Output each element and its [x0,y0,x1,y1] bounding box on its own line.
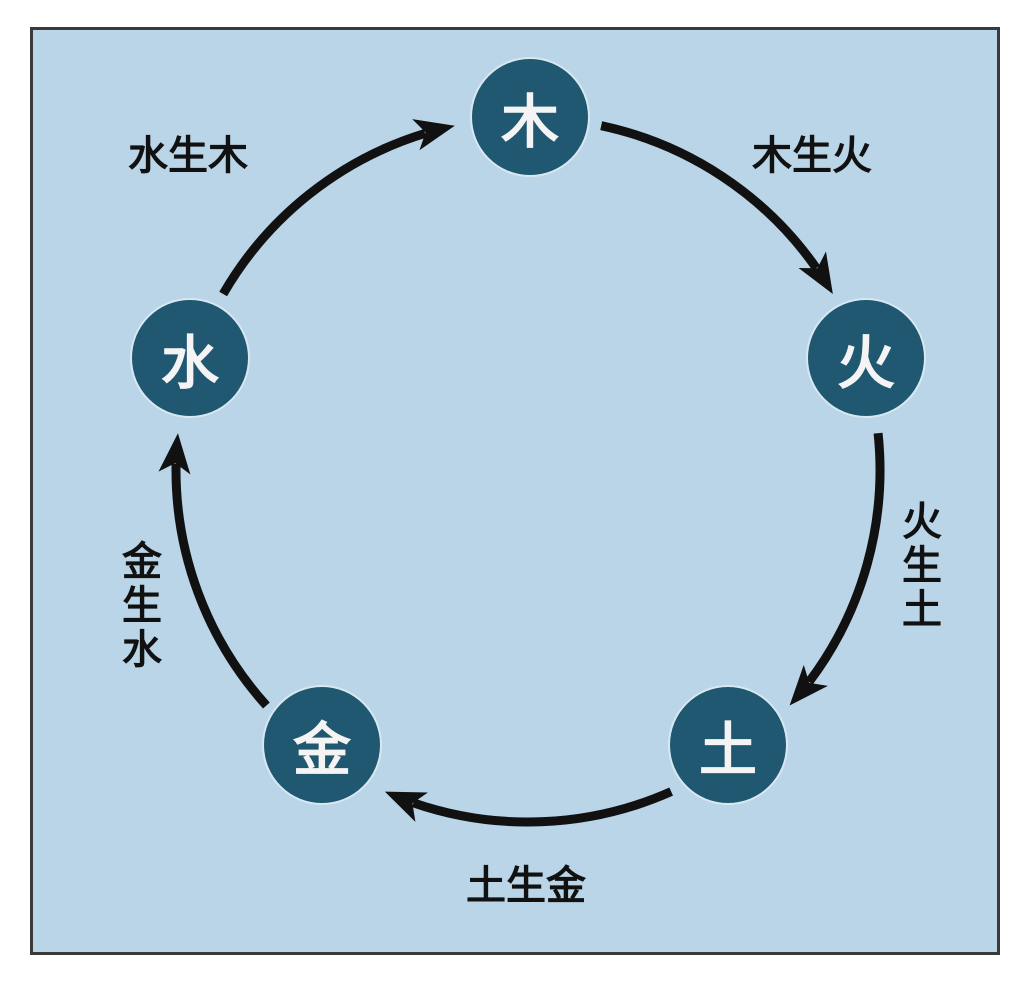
node-label: 火 [836,329,895,397]
label-metal-water: 金生水 [115,540,161,672]
node-fire: 火 [808,300,924,416]
arrow-water-wood [219,129,427,297]
arrow-metal-water [171,463,270,709]
arrowhead-fire-earth [789,664,828,706]
node-wood: 木 [472,59,588,175]
arrowhead-water-wood [412,119,455,151]
arrowhead-metal-water [158,433,191,475]
node-metal: 金 [264,687,380,803]
label-fire-earth: 火生土 [895,500,941,632]
label-earth-metal: 土生金 [466,863,586,909]
arrowhead-earth-metal [384,791,428,822]
arrow-earth-metal [411,787,673,827]
node-label: 木 [500,88,559,156]
arrow-fire-earth [805,432,885,685]
node-water: 水 [132,300,248,416]
label-wood-fire: 木生火 [752,133,872,179]
node-earth: 土 [670,687,786,803]
diagram-panel [30,27,1000,955]
label-water-wood: 水生木 [128,133,248,179]
node-label: 水 [160,329,219,397]
node-label: 金 [292,716,351,784]
arrow-wood-fire [600,121,821,271]
node-label: 土 [698,716,757,784]
arrowhead-wood-fire [798,251,833,294]
